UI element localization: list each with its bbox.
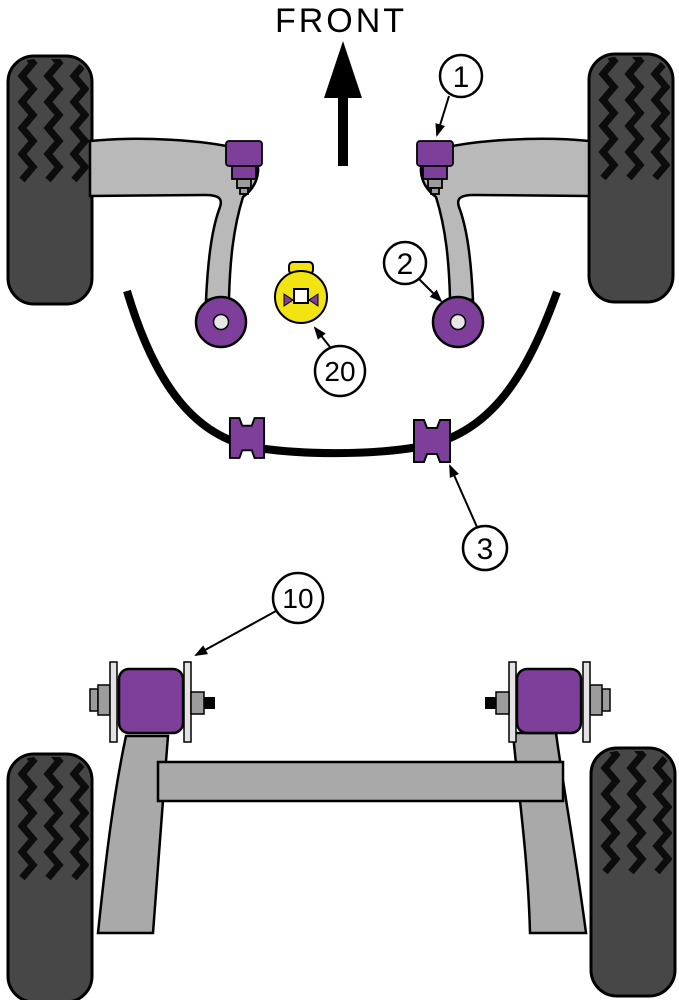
anti-roll-bar-bush-right <box>413 419 451 463</box>
callout-1: 1 <box>435 53 484 137</box>
tire-front-right <box>589 48 673 302</box>
callout-10: 10 <box>194 571 325 656</box>
anti-roll-bar-bush-left <box>228 417 266 459</box>
rear-beam-mount-right <box>483 660 612 744</box>
front-direction-arrow <box>324 41 362 166</box>
front-label: FRONT <box>275 2 407 40</box>
rear-beam-mount-left <box>88 660 217 744</box>
callout-3-label: 3 <box>477 533 494 566</box>
front-suspension-right <box>415 137 591 349</box>
callout-1-label: 1 <box>453 61 470 94</box>
callout-20-label: 20 <box>324 356 355 387</box>
tire-front-left <box>8 50 92 304</box>
rear-beam-crossmember <box>156 760 565 803</box>
anti-roll-bar <box>123 289 561 458</box>
callout-20: 20 <box>313 326 367 398</box>
front-suspension-left <box>88 137 264 349</box>
tire-rear-right <box>591 742 675 996</box>
callout-2: 2 <box>382 240 443 303</box>
tire-rear-left <box>8 748 92 1000</box>
mount-insert <box>274 261 328 324</box>
callout-10-label: 10 <box>282 583 313 614</box>
callout-3: 3 <box>449 464 509 572</box>
callout-2-label: 2 <box>397 248 414 281</box>
